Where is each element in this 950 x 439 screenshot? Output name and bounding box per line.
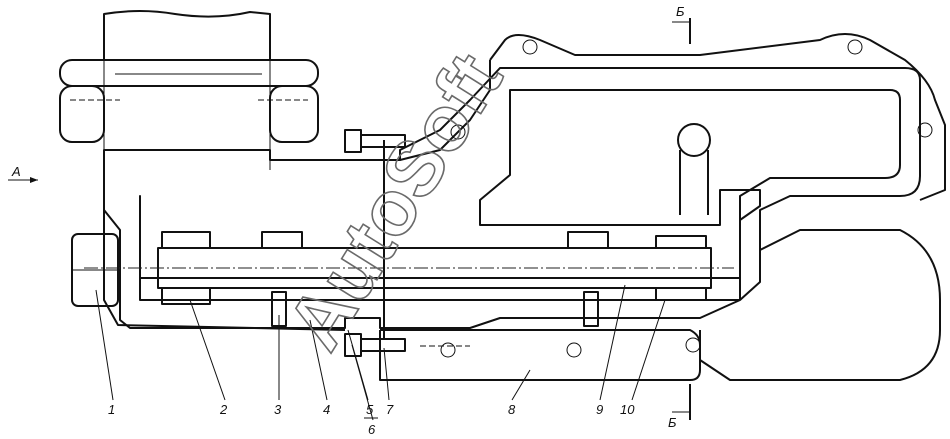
callout-6: 6 (368, 422, 376, 437)
section-b-bottom-label: Б (668, 415, 677, 430)
view-a-label: А (11, 164, 21, 179)
lower-flange-plate (379, 330, 701, 381)
check-ball (677, 123, 711, 215)
callout-4: 4 (323, 402, 330, 417)
section-marks (8, 18, 691, 420)
bolt-holes (440, 39, 933, 358)
outer-contour (103, 33, 946, 381)
callout-7: 7 (386, 402, 394, 417)
drain-plug (71, 233, 119, 307)
section-b-top-label: Б (676, 4, 685, 19)
callout-9: 9 (596, 402, 603, 417)
callout-3: 3 (274, 402, 282, 417)
callout-10: 10 (620, 402, 635, 417)
callout-5: 5 (366, 402, 374, 417)
upper-flange (59, 59, 319, 143)
bushings (161, 231, 707, 305)
leader-lines (95, 284, 666, 421)
callout-2: 2 (219, 402, 228, 417)
callout-8: 8 (508, 402, 516, 417)
top-pipe (103, 10, 271, 200)
housing-body (103, 67, 921, 329)
joint-bolts (344, 129, 406, 357)
callout-1: 1 (108, 402, 115, 417)
shaft (84, 247, 734, 289)
